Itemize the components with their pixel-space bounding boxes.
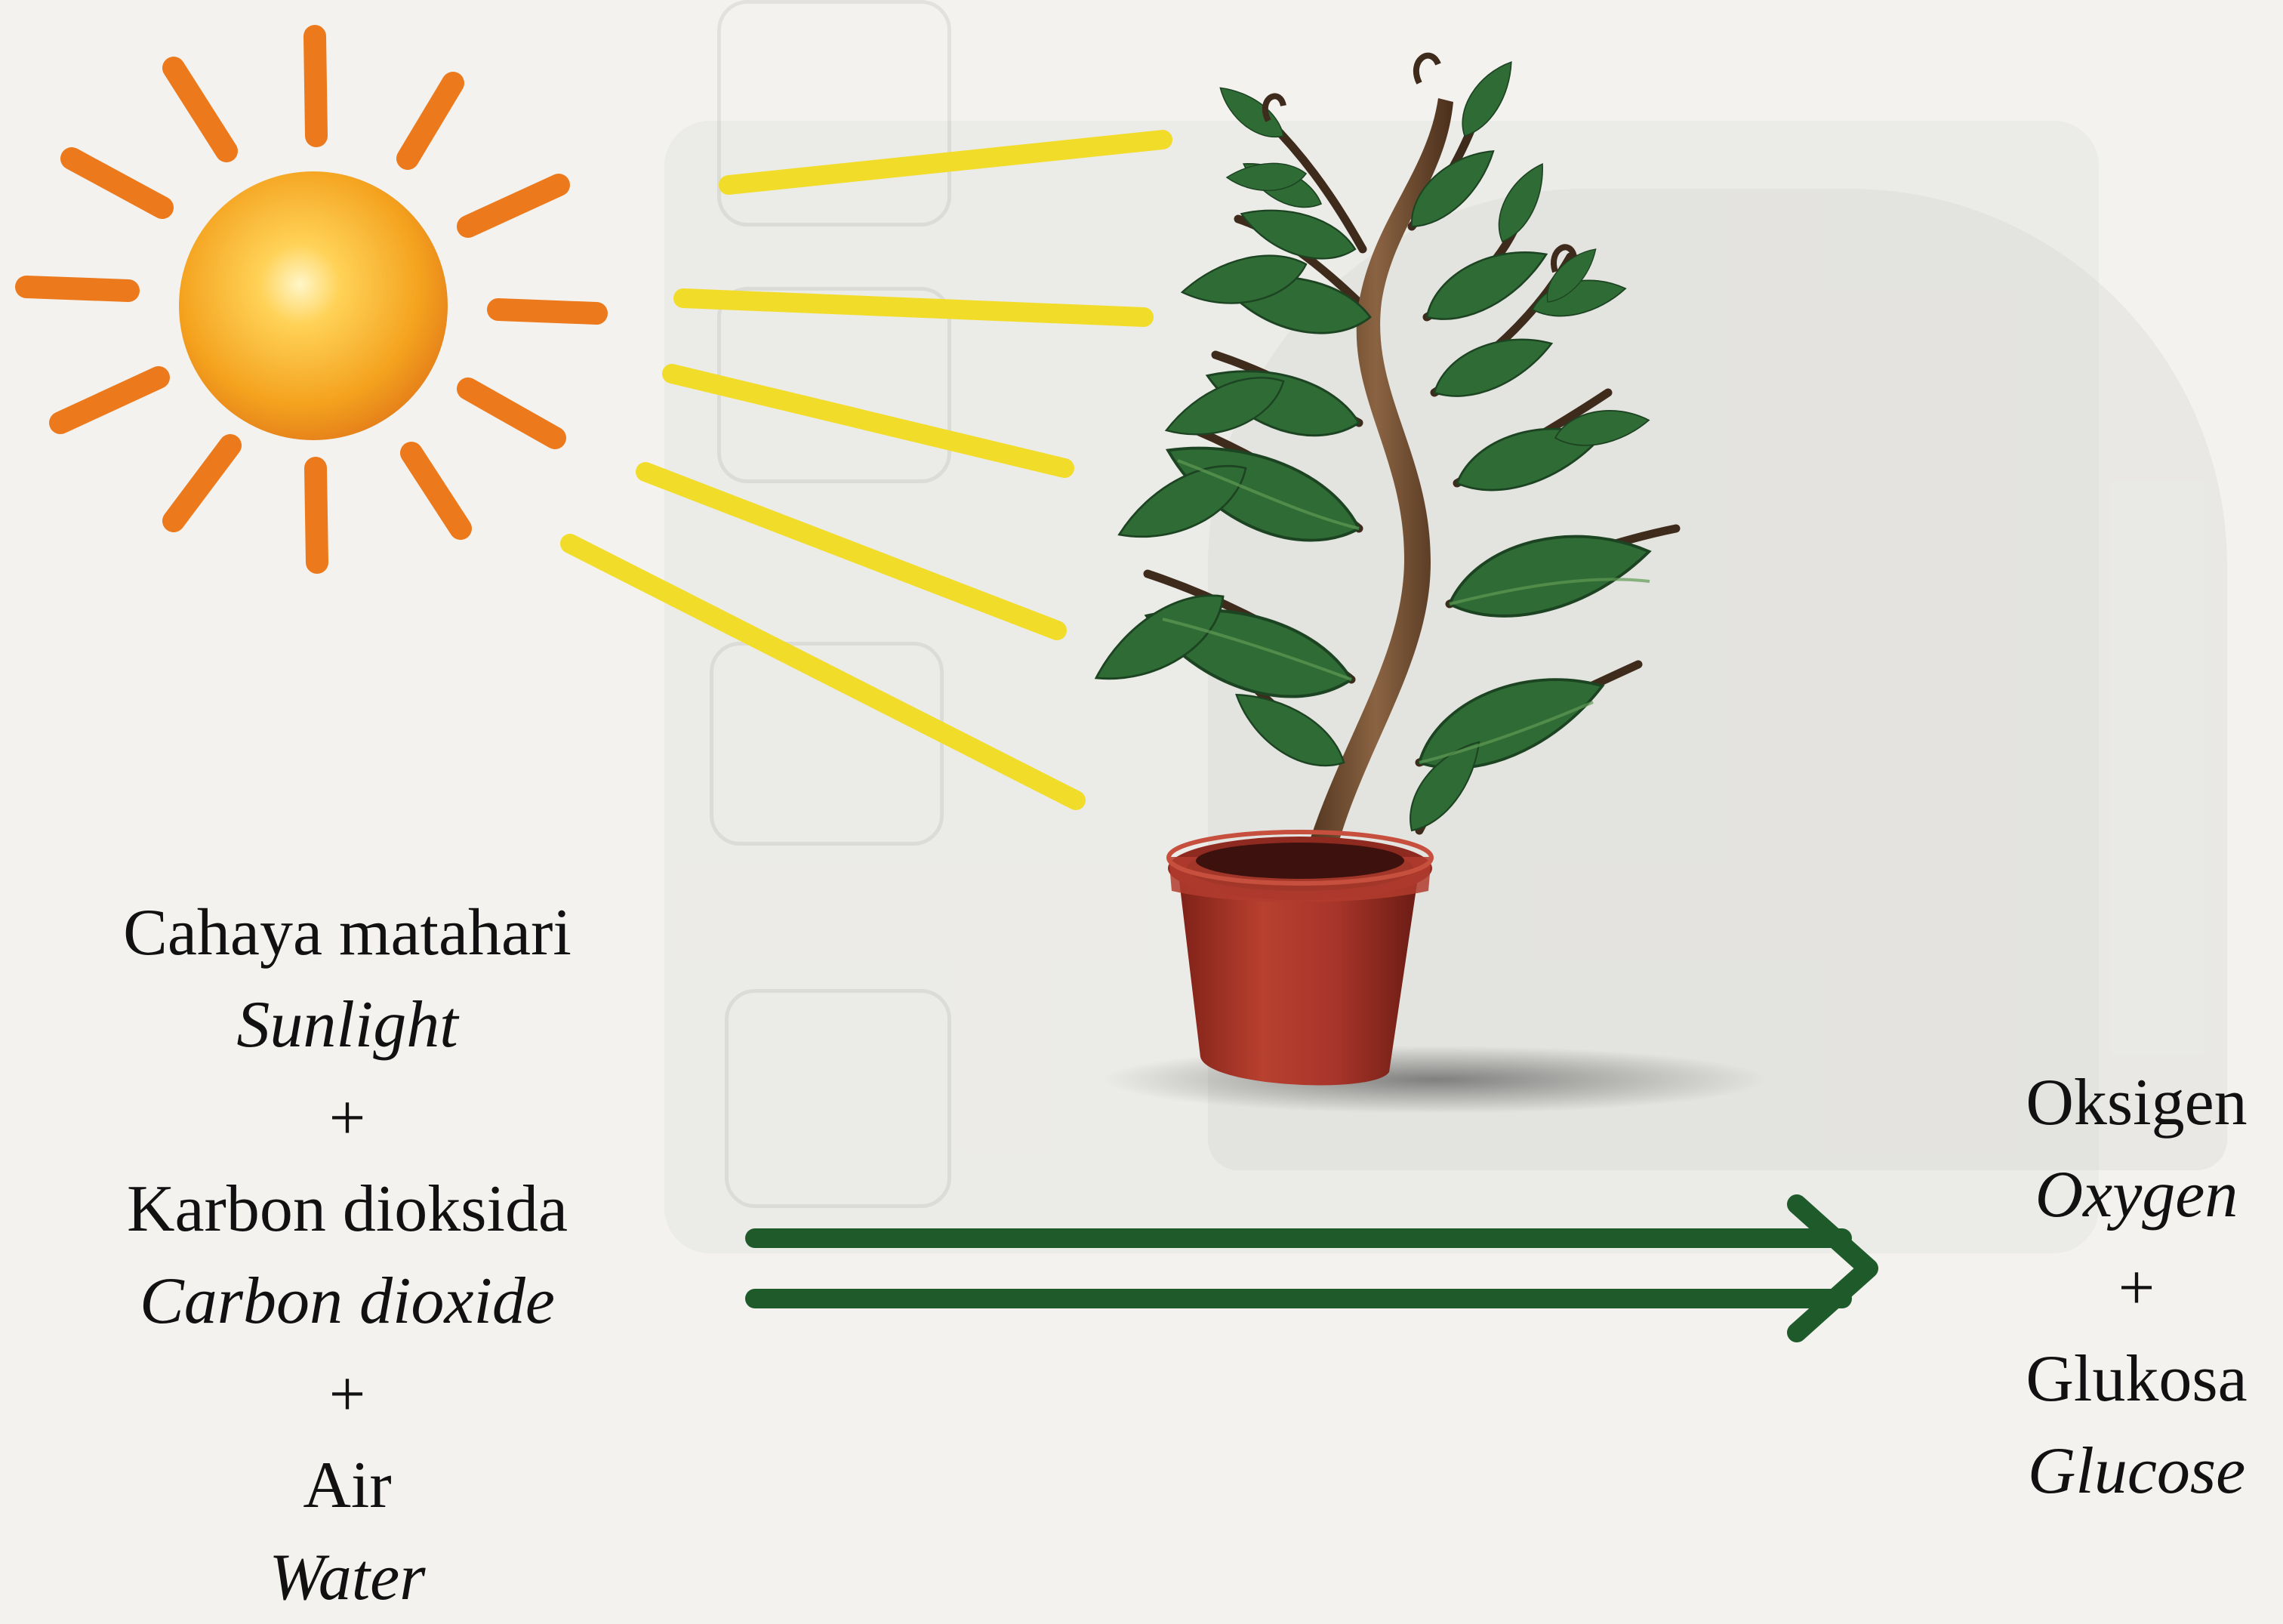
sun-icon bbox=[26, 36, 596, 562]
plus-sign: + bbox=[30, 1348, 664, 1440]
reactants-list: Cahaya matahari Sunlight + Karbon dioksi… bbox=[30, 887, 664, 1624]
plus-sign: + bbox=[30, 1071, 664, 1163]
flower-pot bbox=[1168, 832, 1432, 1085]
reactant-sunlight-ms: Cahaya matahari bbox=[30, 887, 664, 979]
products-list: Oksigen Oxygen + Glukosa Glucose bbox=[1963, 1057, 2283, 1518]
sun-disc bbox=[179, 171, 448, 440]
product-glucose-ms: Glukosa bbox=[1963, 1333, 2283, 1425]
light-beams bbox=[570, 140, 1163, 800]
reactant-sunlight-en: Sunlight bbox=[30, 979, 664, 1071]
double-arrow-icon bbox=[755, 1204, 1869, 1333]
reactant-water-ms: Air bbox=[30, 1440, 664, 1532]
product-oxygen-en: Oxygen bbox=[1963, 1149, 2283, 1241]
reactant-water-en: Water bbox=[30, 1532, 664, 1624]
product-glucose-en: Glucose bbox=[1963, 1425, 2283, 1518]
plus-sign: + bbox=[1963, 1241, 2283, 1333]
product-oxygen-ms: Oksigen bbox=[1963, 1057, 2283, 1149]
reactant-co2-en: Carbon dioxide bbox=[30, 1256, 664, 1348]
potted-plant-icon bbox=[1083, 54, 1767, 1114]
reactant-co2-ms: Karbon dioksida bbox=[30, 1163, 664, 1256]
